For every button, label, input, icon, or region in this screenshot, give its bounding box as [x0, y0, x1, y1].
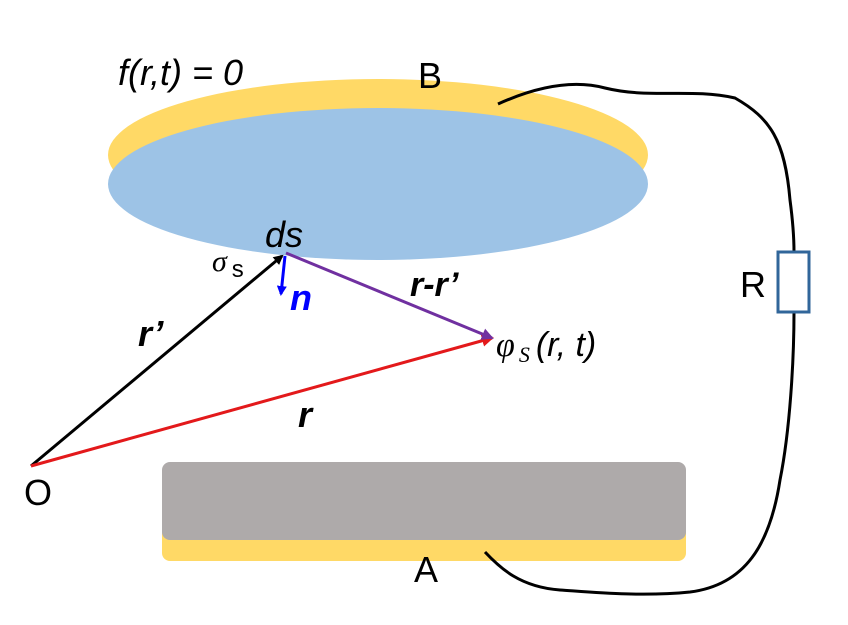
r-arrow	[30, 334, 494, 468]
sigma-label: σ s	[212, 245, 244, 283]
electrode-b	[108, 79, 648, 260]
origin-label: O	[24, 472, 52, 513]
difference-vector-label: r-r’	[410, 266, 459, 304]
potential-label: φ S (r, t)	[496, 326, 596, 367]
electrode-b-label: B	[418, 55, 442, 96]
normal-vector-label: n	[290, 277, 312, 318]
r-prime-label: r’	[138, 313, 164, 354]
electrode-b-face	[108, 108, 648, 260]
electrode-a	[162, 462, 686, 561]
r-vector-label: r	[298, 394, 314, 435]
difference-arrow	[285, 251, 494, 340]
electrode-a-label: A	[414, 549, 438, 590]
normal-arrow	[276, 255, 287, 296]
r-prime-arrow	[30, 254, 284, 468]
resistor-label: R	[740, 264, 766, 305]
surface-equation-label: f(r,t) = 0	[118, 52, 243, 93]
surface-element-label: ds	[265, 214, 303, 255]
wire-a	[483, 311, 796, 596]
resistor-icon	[776, 250, 811, 314]
electrode-a-face	[162, 462, 686, 540]
wire-b	[497, 82, 796, 253]
